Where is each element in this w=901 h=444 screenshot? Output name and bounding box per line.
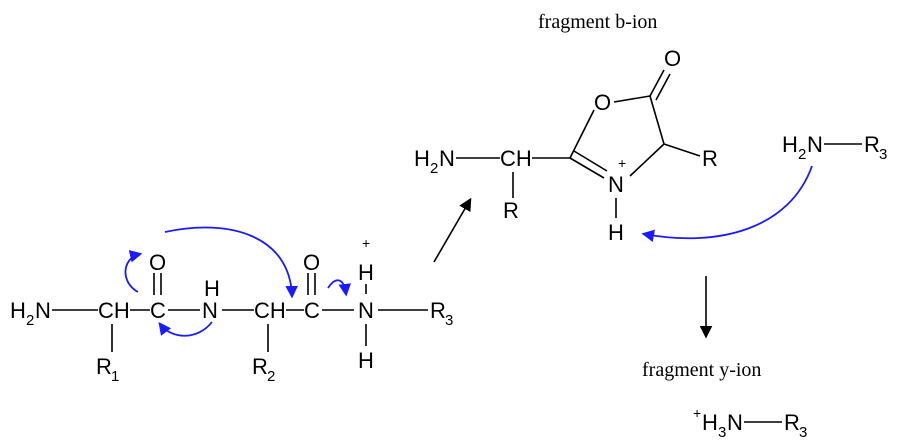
peptide-h2n-h: H xyxy=(10,298,26,323)
y-ion-plus: + xyxy=(693,405,701,421)
amine-h-sub: 2 xyxy=(798,146,806,163)
peptide-r2-sub: 2 xyxy=(267,368,275,385)
amine-r3-sub: 3 xyxy=(879,146,887,163)
peptide-h-bot: H xyxy=(358,348,374,373)
arrow-o1-to-c2 xyxy=(164,226,298,299)
arrow-to-o1 xyxy=(124,250,143,293)
c5-o-b xyxy=(655,73,671,101)
peptide-r1-sub: 1 xyxy=(111,368,119,385)
peptide-plus: + xyxy=(362,235,370,251)
ring-c4-n xyxy=(629,143,665,177)
arrow-amine-to-h xyxy=(641,165,813,243)
y-ion-structure: + H 3 N R 3 xyxy=(693,405,807,441)
peptide-o1: O xyxy=(149,250,166,275)
ring-c2-n-a xyxy=(569,157,605,179)
b-ion-r-ring: R xyxy=(702,146,718,171)
peptide-c2: C xyxy=(304,298,320,323)
arrow-c2-o2 xyxy=(327,279,351,297)
peptide-r1: R xyxy=(96,354,112,379)
peptide-r3: R xyxy=(430,298,446,323)
b-ion-caption: fragment b-ion xyxy=(538,11,657,33)
peptide-r2: R xyxy=(252,354,268,379)
y-ion-r3: R xyxy=(784,410,800,435)
b-ion-ch: CH xyxy=(500,146,532,171)
peptide-h-top: H xyxy=(358,260,374,285)
electron-arrows xyxy=(124,165,813,337)
y-ion-h: H xyxy=(702,410,718,435)
amine-n: N xyxy=(807,132,823,157)
ring-c4-r xyxy=(663,143,701,157)
ring-o-c5 xyxy=(613,95,651,103)
ring-c5-c4 xyxy=(649,95,665,145)
amine-r3: R xyxy=(864,132,880,157)
b-ion-structure: H 2 N CH R O O + N H R xyxy=(414,46,718,245)
amine-h: H xyxy=(782,132,798,157)
peptide-nh-h: H xyxy=(204,276,220,301)
b-ion-h2n-n: N xyxy=(439,146,455,171)
b-ion-carbonyl-o: O xyxy=(664,46,681,71)
b-ion-r-side: R xyxy=(503,198,519,223)
peptide-h2n-n: N xyxy=(35,298,51,323)
amine-structure: H 2 N R 3 xyxy=(782,132,887,163)
b-ion-plus: + xyxy=(618,155,626,171)
c5-o-a xyxy=(649,69,665,97)
ring-c2-n-b xyxy=(573,150,608,172)
b-ion-h2n-sub: 2 xyxy=(430,160,438,177)
ring-c2-o xyxy=(569,109,595,159)
peptide-ch2: CH xyxy=(254,298,286,323)
peptide-ch1: CH xyxy=(98,298,130,323)
peptide-n3: N xyxy=(358,298,374,323)
peptide-nh-n: N xyxy=(202,298,218,323)
b-ion-h: H xyxy=(608,220,624,245)
b-ion-h2n-h: H xyxy=(414,146,430,171)
peptide-h2n-sub: 2 xyxy=(26,312,34,329)
b-ion-ring-o: O xyxy=(594,90,611,115)
y-ion-h-sub: 3 xyxy=(718,424,726,441)
y-ion-n: N xyxy=(727,410,743,435)
y-ion-r3-sub: 3 xyxy=(799,424,807,441)
b-ion-n: N xyxy=(608,172,624,197)
y-ion-caption: fragment y-ion xyxy=(642,359,761,381)
peptide-r3-sub: 3 xyxy=(445,312,453,329)
peptide-structure: H 2 N CH R 1 C O H N CH R 2 C O + H N xyxy=(10,235,453,385)
arrow-n-to-c1 xyxy=(158,321,213,337)
peptide-o2: O xyxy=(303,250,320,275)
arrow-to-b-ion xyxy=(433,197,472,263)
peptide-c1: C xyxy=(150,298,166,323)
